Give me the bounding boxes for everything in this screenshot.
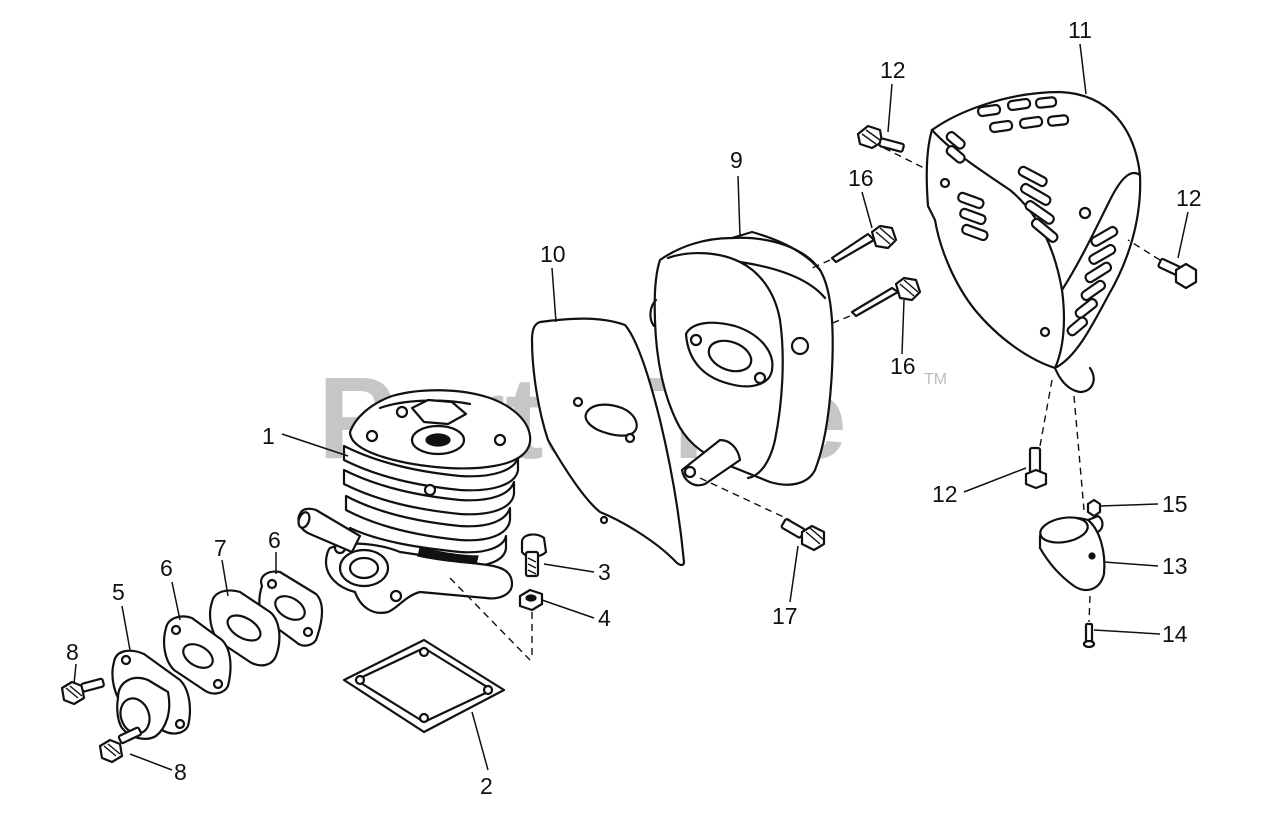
cylinder-part-1 <box>297 389 532 614</box>
screw-part-8-bottom <box>98 726 143 764</box>
bolt-part-3 <box>520 533 548 578</box>
screw-part-12-right <box>1157 257 1198 290</box>
callout-2: 2 <box>480 773 493 799</box>
callout-11: 11 <box>1068 17 1092 43</box>
screw-part-14 <box>1082 622 1096 649</box>
assembly-centerlines <box>449 147 1161 661</box>
intake-elbow-part-5 <box>111 649 191 740</box>
callout-14: 14 <box>1162 621 1188 647</box>
bolt-part-16-lower <box>850 276 922 318</box>
bolt-part-16-upper <box>830 224 898 264</box>
nut-part-4 <box>518 588 544 612</box>
screw-part-8-top <box>60 677 105 706</box>
callout-15: 15 <box>1162 491 1188 517</box>
callout-8-top: 8 <box>66 639 79 665</box>
callout-12-right: 12 <box>1176 185 1202 211</box>
callout-6-left: 6 <box>160 555 173 581</box>
screw-part-12-bottom <box>1024 446 1048 490</box>
callout-6-right: 6 <box>268 527 281 553</box>
muffler-cover-part-11 <box>925 90 1142 394</box>
nut-part-15 <box>1086 498 1102 518</box>
callout-labels: 1 2 3 4 5 6 6 7 8 8 9 10 11 12 12 12 13 … <box>66 17 1202 799</box>
callout-4: 4 <box>598 605 611 631</box>
watermark-trademark: TM <box>924 371 947 388</box>
callout-12-bottom: 12 <box>932 481 958 507</box>
callout-17: 17 <box>772 603 798 629</box>
bolt-part-17 <box>780 518 826 552</box>
callout-12-top: 12 <box>880 57 906 83</box>
callout-7: 7 <box>214 535 227 561</box>
screw-part-12-top <box>856 124 905 153</box>
gasket-part-6-left <box>163 615 232 695</box>
callout-10: 10 <box>540 241 566 267</box>
callout-5: 5 <box>112 579 125 605</box>
muffler-part-9 <box>649 230 834 487</box>
callout-1: 1 <box>262 423 275 449</box>
callout-3: 3 <box>598 559 611 585</box>
heat-shield-part-10 <box>530 317 686 567</box>
callout-9: 9 <box>730 147 743 173</box>
tail-pipe-part-13 <box>1038 514 1106 592</box>
base-gasket-part-2 <box>342 638 506 734</box>
callout-13: 13 <box>1162 553 1188 579</box>
callout-16-lower: 16 <box>890 353 916 379</box>
leader-lines <box>73 43 1189 771</box>
cover-slots <box>939 96 1119 338</box>
callout-8-bottom: 8 <box>174 759 187 785</box>
callout-16-upper: 16 <box>848 165 874 191</box>
